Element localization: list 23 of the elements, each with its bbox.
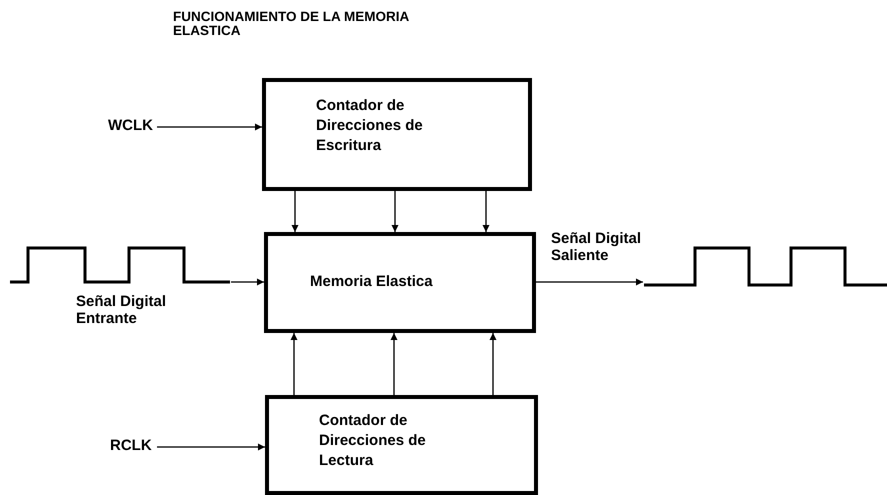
square-wave-drawing: [643, 246, 887, 287]
signal-label: WCLK: [108, 116, 154, 136]
signal-label: Señal Digital Saliente: [551, 230, 642, 264]
process-box: [265, 395, 538, 495]
arrow: [231, 278, 264, 286]
process-box: [264, 232, 536, 333]
arrow: [536, 278, 643, 286]
arrow: [157, 124, 262, 130]
arrow: [390, 333, 398, 395]
arrow: [157, 444, 265, 450]
square-wave-drawing: [8, 246, 231, 284]
arrow: [290, 333, 298, 395]
arrow: [292, 191, 298, 232]
signal-label: RCLK: [110, 436, 153, 456]
process-box: [262, 78, 532, 191]
box-label: Contador de Direcciones de Escritura: [316, 96, 424, 156]
arrow: [392, 191, 398, 232]
title: FUNCIONAMIENTO DE LA MEMORIA ELASTICA: [173, 10, 410, 38]
arrow: [490, 333, 496, 395]
box-label: Contador de Direcciones de Lectura: [319, 411, 427, 471]
box-label: Memoria Elastica: [310, 272, 434, 292]
arrow: [482, 191, 490, 232]
signal-label: Señal Digital Entrante: [76, 293, 168, 327]
